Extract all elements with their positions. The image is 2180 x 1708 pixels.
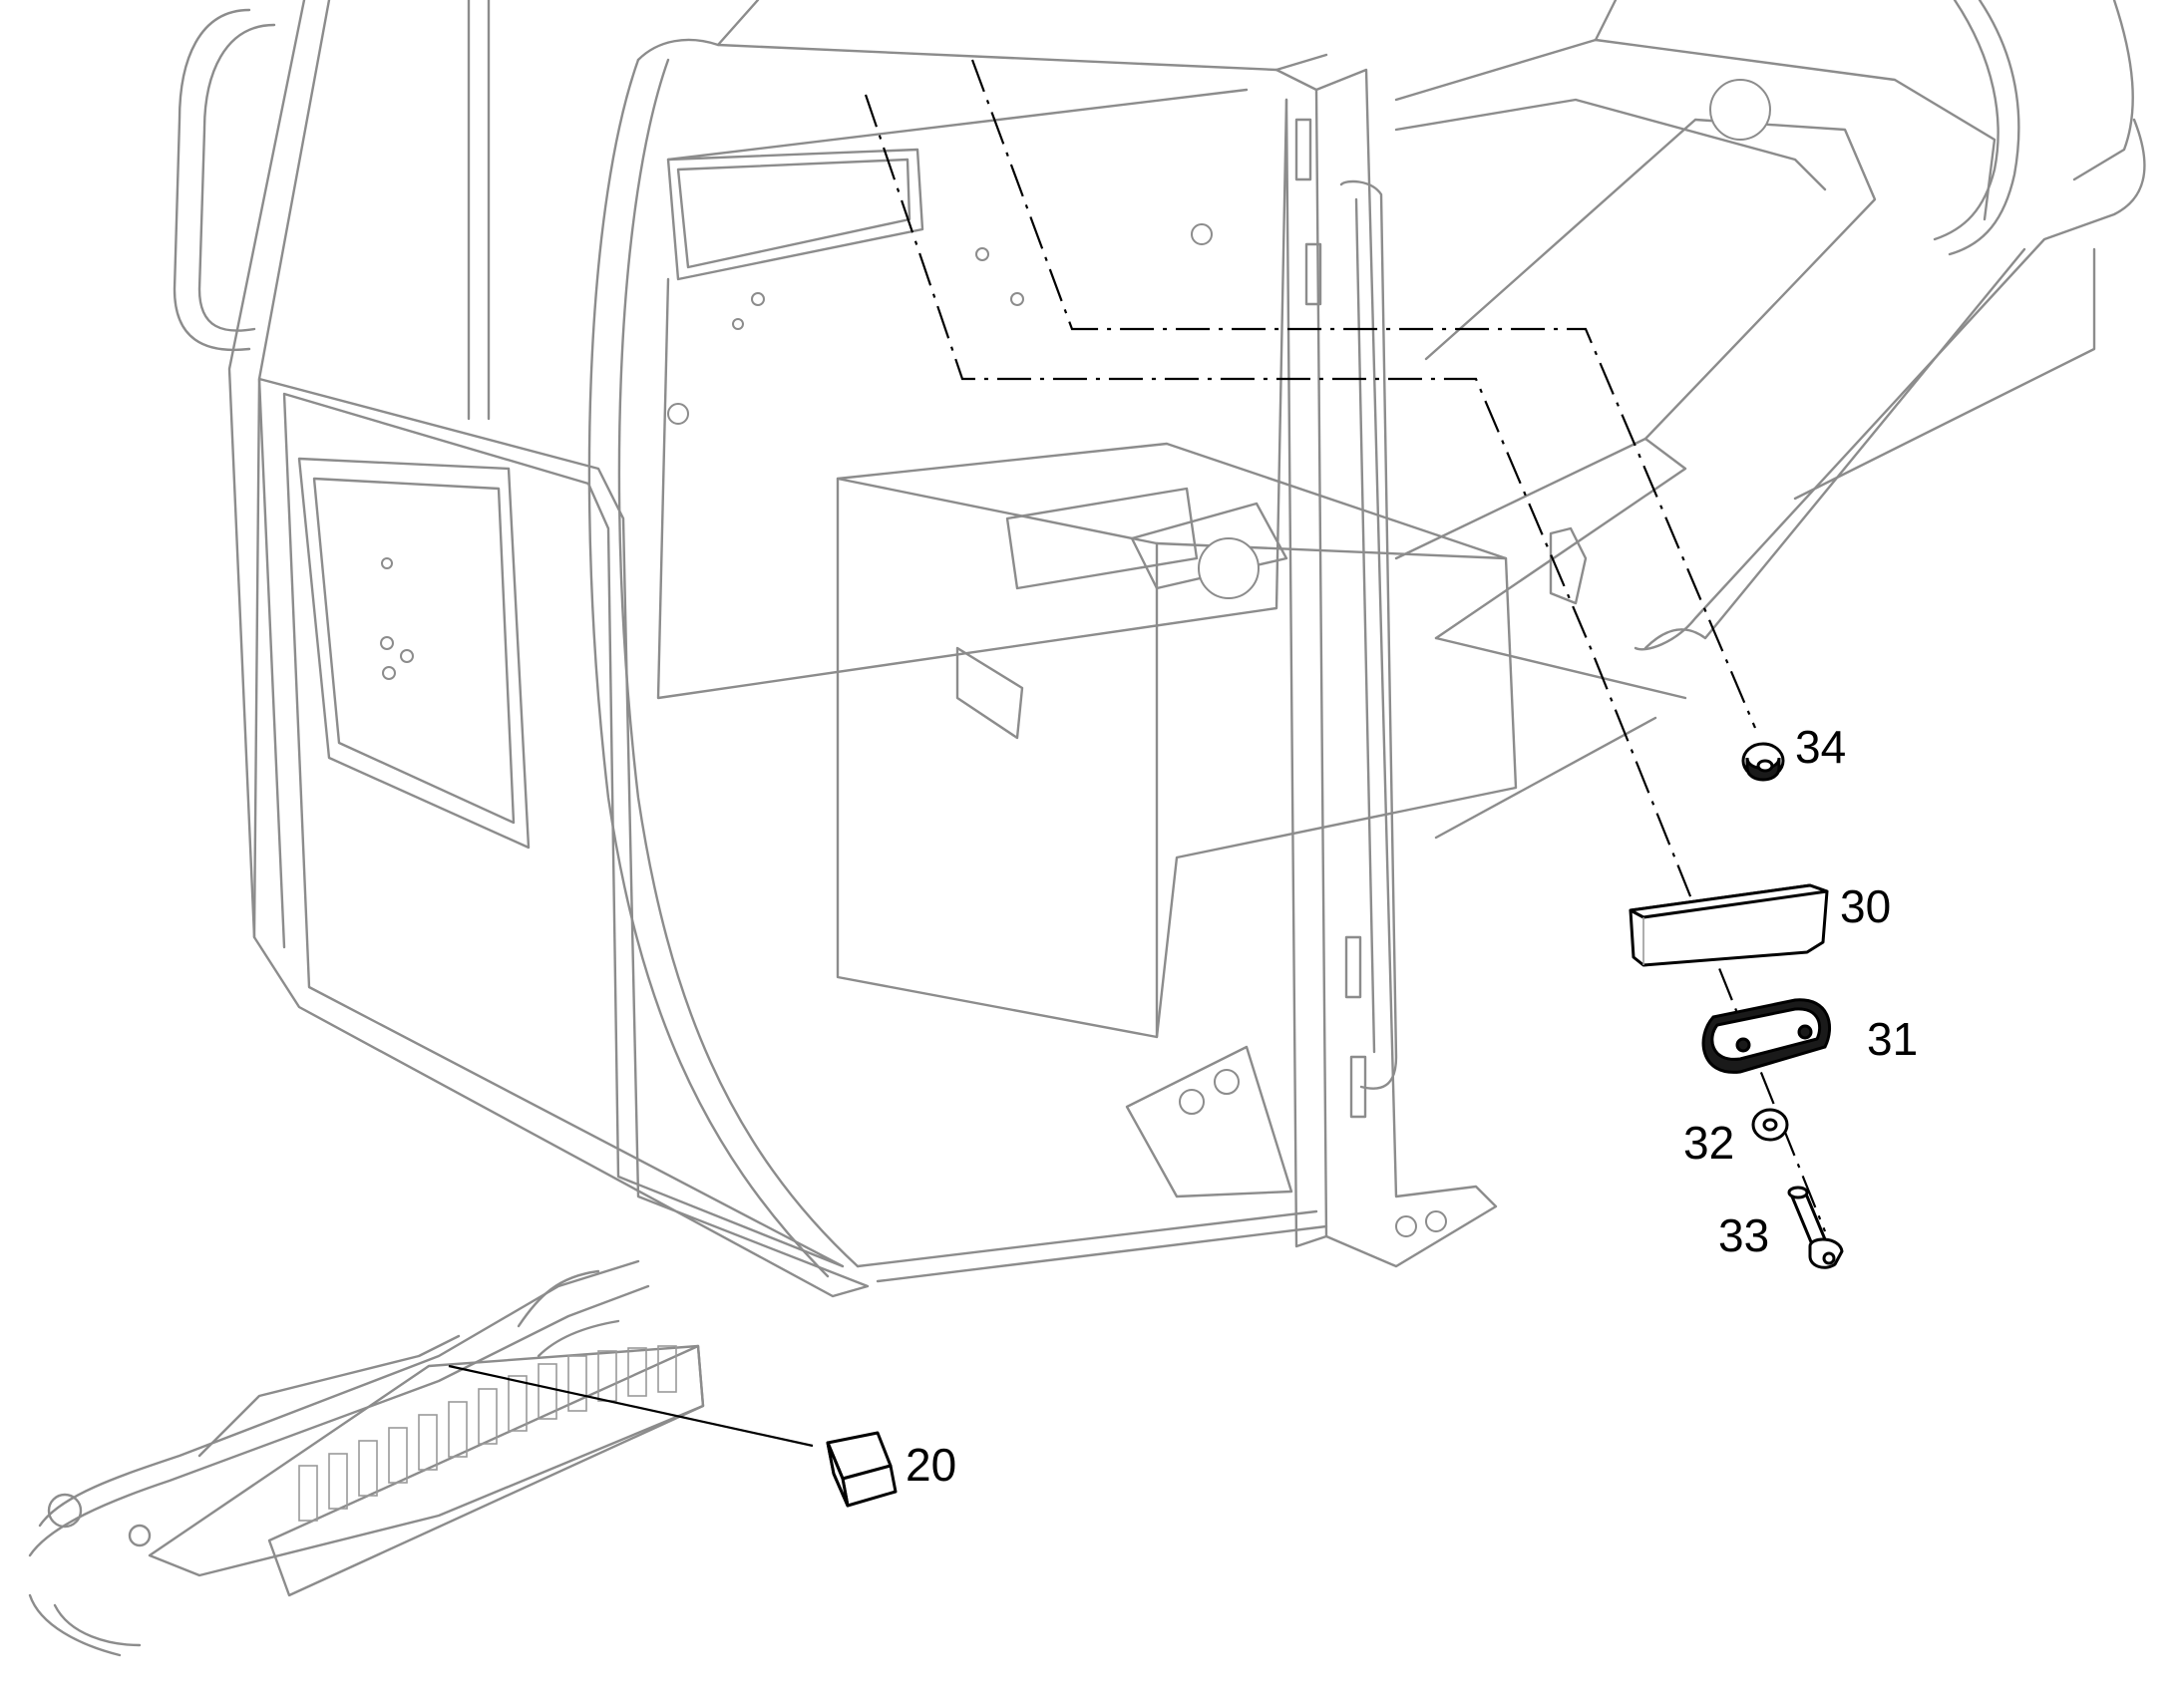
- part-33-bolt: [1787, 1186, 1844, 1269]
- callout-32: 32: [1683, 1117, 1734, 1169]
- callout-34: 34: [1795, 721, 1846, 773]
- leader-20: [448, 1364, 814, 1448]
- part-32-washer: [1751, 1108, 1789, 1142]
- callout-20: 20: [906, 1439, 956, 1491]
- cab-frame: [173, 0, 2146, 1298]
- leader-lines: [448, 59, 1827, 1448]
- fuse-row: [298, 1345, 677, 1522]
- callout-33: 33: [1718, 1209, 1769, 1261]
- callout-31: 31: [1867, 1013, 1918, 1065]
- part-31-light-housing: [1701, 998, 1832, 1074]
- part-30-cover: [1629, 883, 1829, 967]
- part-20-fuse: [826, 1431, 898, 1508]
- part-34-cap: [1741, 742, 1785, 782]
- callout-30: 30: [1840, 880, 1891, 932]
- fuse-block-harness: [28, 1259, 705, 1657]
- leader-30-33: [864, 94, 1827, 1232]
- leader-34: [970, 59, 1757, 729]
